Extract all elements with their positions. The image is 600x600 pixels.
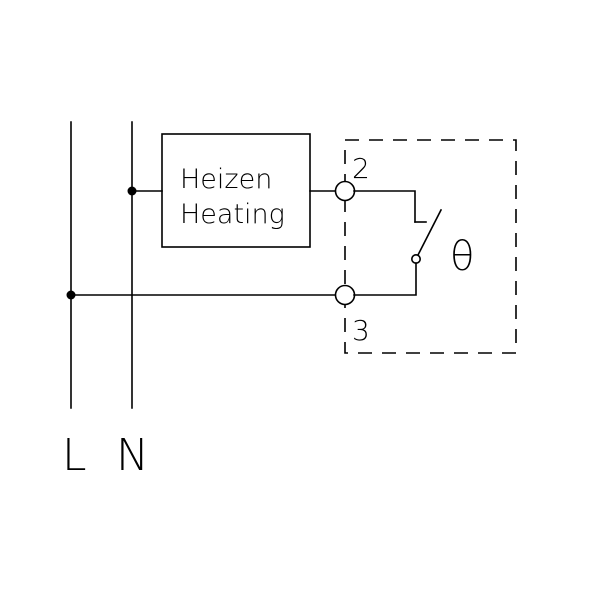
heater-label-en: Heating — [180, 199, 285, 230]
terminal2-to-switch-wire — [353, 190, 416, 223]
thermostat-enclosure — [344, 139, 517, 354]
switch-to-terminal3-wire — [353, 262, 417, 296]
switch-blade — [416, 208, 443, 257]
terminal-3 — [334, 284, 356, 306]
thermostat-theta-symbol: θ — [450, 234, 474, 280]
terminal-2-label: 2 — [352, 152, 370, 185]
heater-label-de: Heizen — [180, 164, 272, 195]
live-label: L — [62, 430, 87, 481]
terminal-3-label: 3 — [352, 314, 370, 347]
switch-contact — [410, 254, 421, 265]
neutral-label: N — [116, 430, 149, 481]
